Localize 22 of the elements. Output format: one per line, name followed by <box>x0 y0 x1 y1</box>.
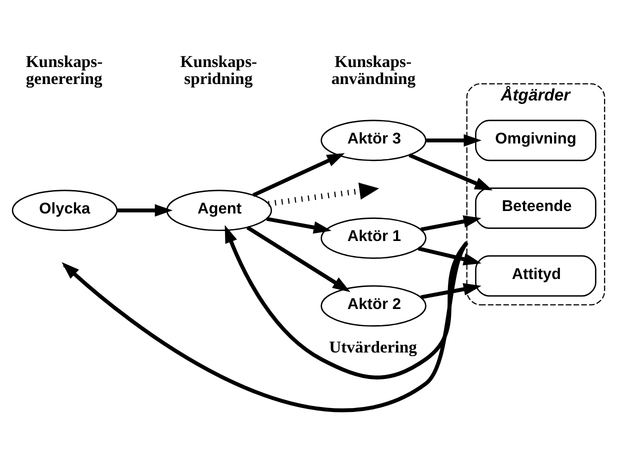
arrow <box>426 134 482 146</box>
label: Kunskaps- spridning <box>180 52 258 88</box>
arrow <box>408 152 493 190</box>
arrow <box>420 282 482 299</box>
arrow <box>252 152 345 196</box>
node-box: Omgivning <box>475 119 596 161</box>
node-ellipse: Agent <box>166 189 272 231</box>
node-ellipse: Aktör 2 <box>320 284 426 326</box>
node-ellipse: Olycka <box>12 189 118 231</box>
edge-label: Utvärdering <box>329 337 418 356</box>
node-box: Attityd <box>475 254 596 296</box>
node-box: Beteende <box>475 187 596 228</box>
node-ellipse: Aktör 1 <box>320 217 426 258</box>
node-ellipse: Aktör 3 <box>320 119 426 161</box>
arrow <box>116 204 173 216</box>
arrow <box>246 225 350 292</box>
arrow <box>418 246 482 265</box>
arrow <box>268 182 380 206</box>
label: Kunskaps- generering <box>26 52 103 88</box>
arrow <box>420 214 482 231</box>
label: Kunskaps- användning <box>331 52 416 88</box>
arrow <box>266 216 332 234</box>
